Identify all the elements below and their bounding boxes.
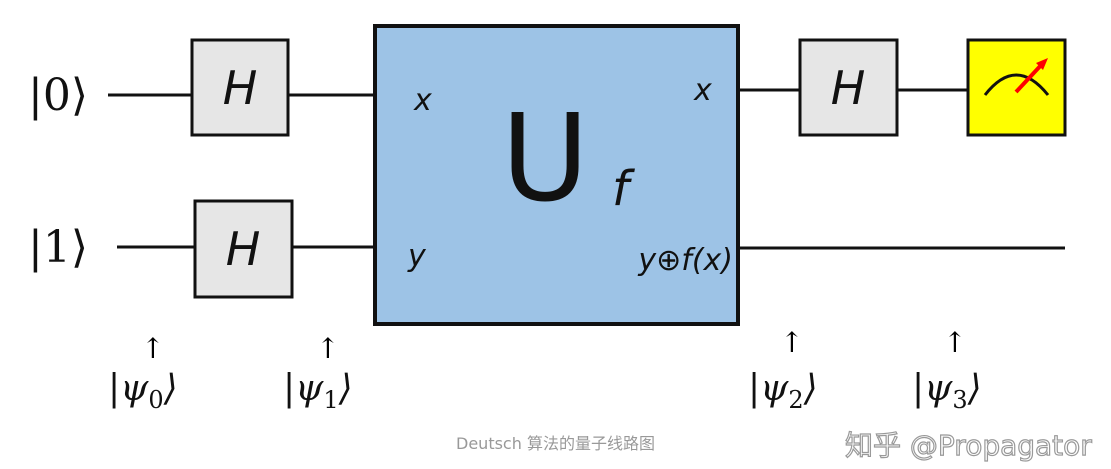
input-ket-0: |0⟩ — [28, 70, 88, 121]
state-psi3: ↑ |ψ3⟩ — [912, 326, 982, 414]
state-psi2: ↑ |ψ2⟩ — [748, 326, 818, 414]
oracle-uf: U f x y x y⊕f(x) — [373, 24, 740, 326]
state-label: |ψ0⟩ — [108, 368, 178, 414]
state-label: |ψ1⟩ — [283, 368, 353, 414]
measurement-meter — [966, 38, 1067, 137]
meter-needle-icon — [1014, 60, 1046, 94]
state-label: |ψ3⟩ — [912, 368, 982, 414]
hadamard-label: H — [226, 222, 261, 276]
oracle-output-x: x — [693, 73, 712, 108]
hadamard-gate-output: H — [798, 38, 899, 137]
arrow-up-icon: ↑ — [141, 332, 164, 365]
arrow-up-icon: ↑ — [943, 326, 966, 359]
arrow-up-icon: ↑ — [780, 326, 803, 359]
arrow-up-icon: ↑ — [316, 332, 339, 365]
watermark: 知乎 @Propagator — [845, 429, 1092, 462]
state-psi1: ↑ |ψ1⟩ — [283, 332, 353, 414]
state-psi0: ↑ |ψ0⟩ — [108, 332, 178, 414]
hadamard-label: H — [831, 61, 866, 115]
figure-caption: Deutsch 算法的量子线路图 — [456, 434, 655, 453]
oracle-input-x: x — [413, 83, 432, 118]
meter-arc-icon — [983, 73, 1050, 96]
hadamard-gate-top: H — [190, 38, 290, 137]
oracle-label: U — [501, 90, 589, 229]
oracle-output-y: y⊕f(x) — [637, 243, 733, 278]
wires — [108, 88, 1065, 250]
state-label: |ψ2⟩ — [748, 368, 818, 414]
hadamard-gate-bottom: H — [193, 199, 294, 299]
oracle-input-y: y — [407, 239, 427, 274]
input-ket-1: |1⟩ — [28, 222, 88, 273]
hadamard-label: H — [223, 61, 258, 115]
